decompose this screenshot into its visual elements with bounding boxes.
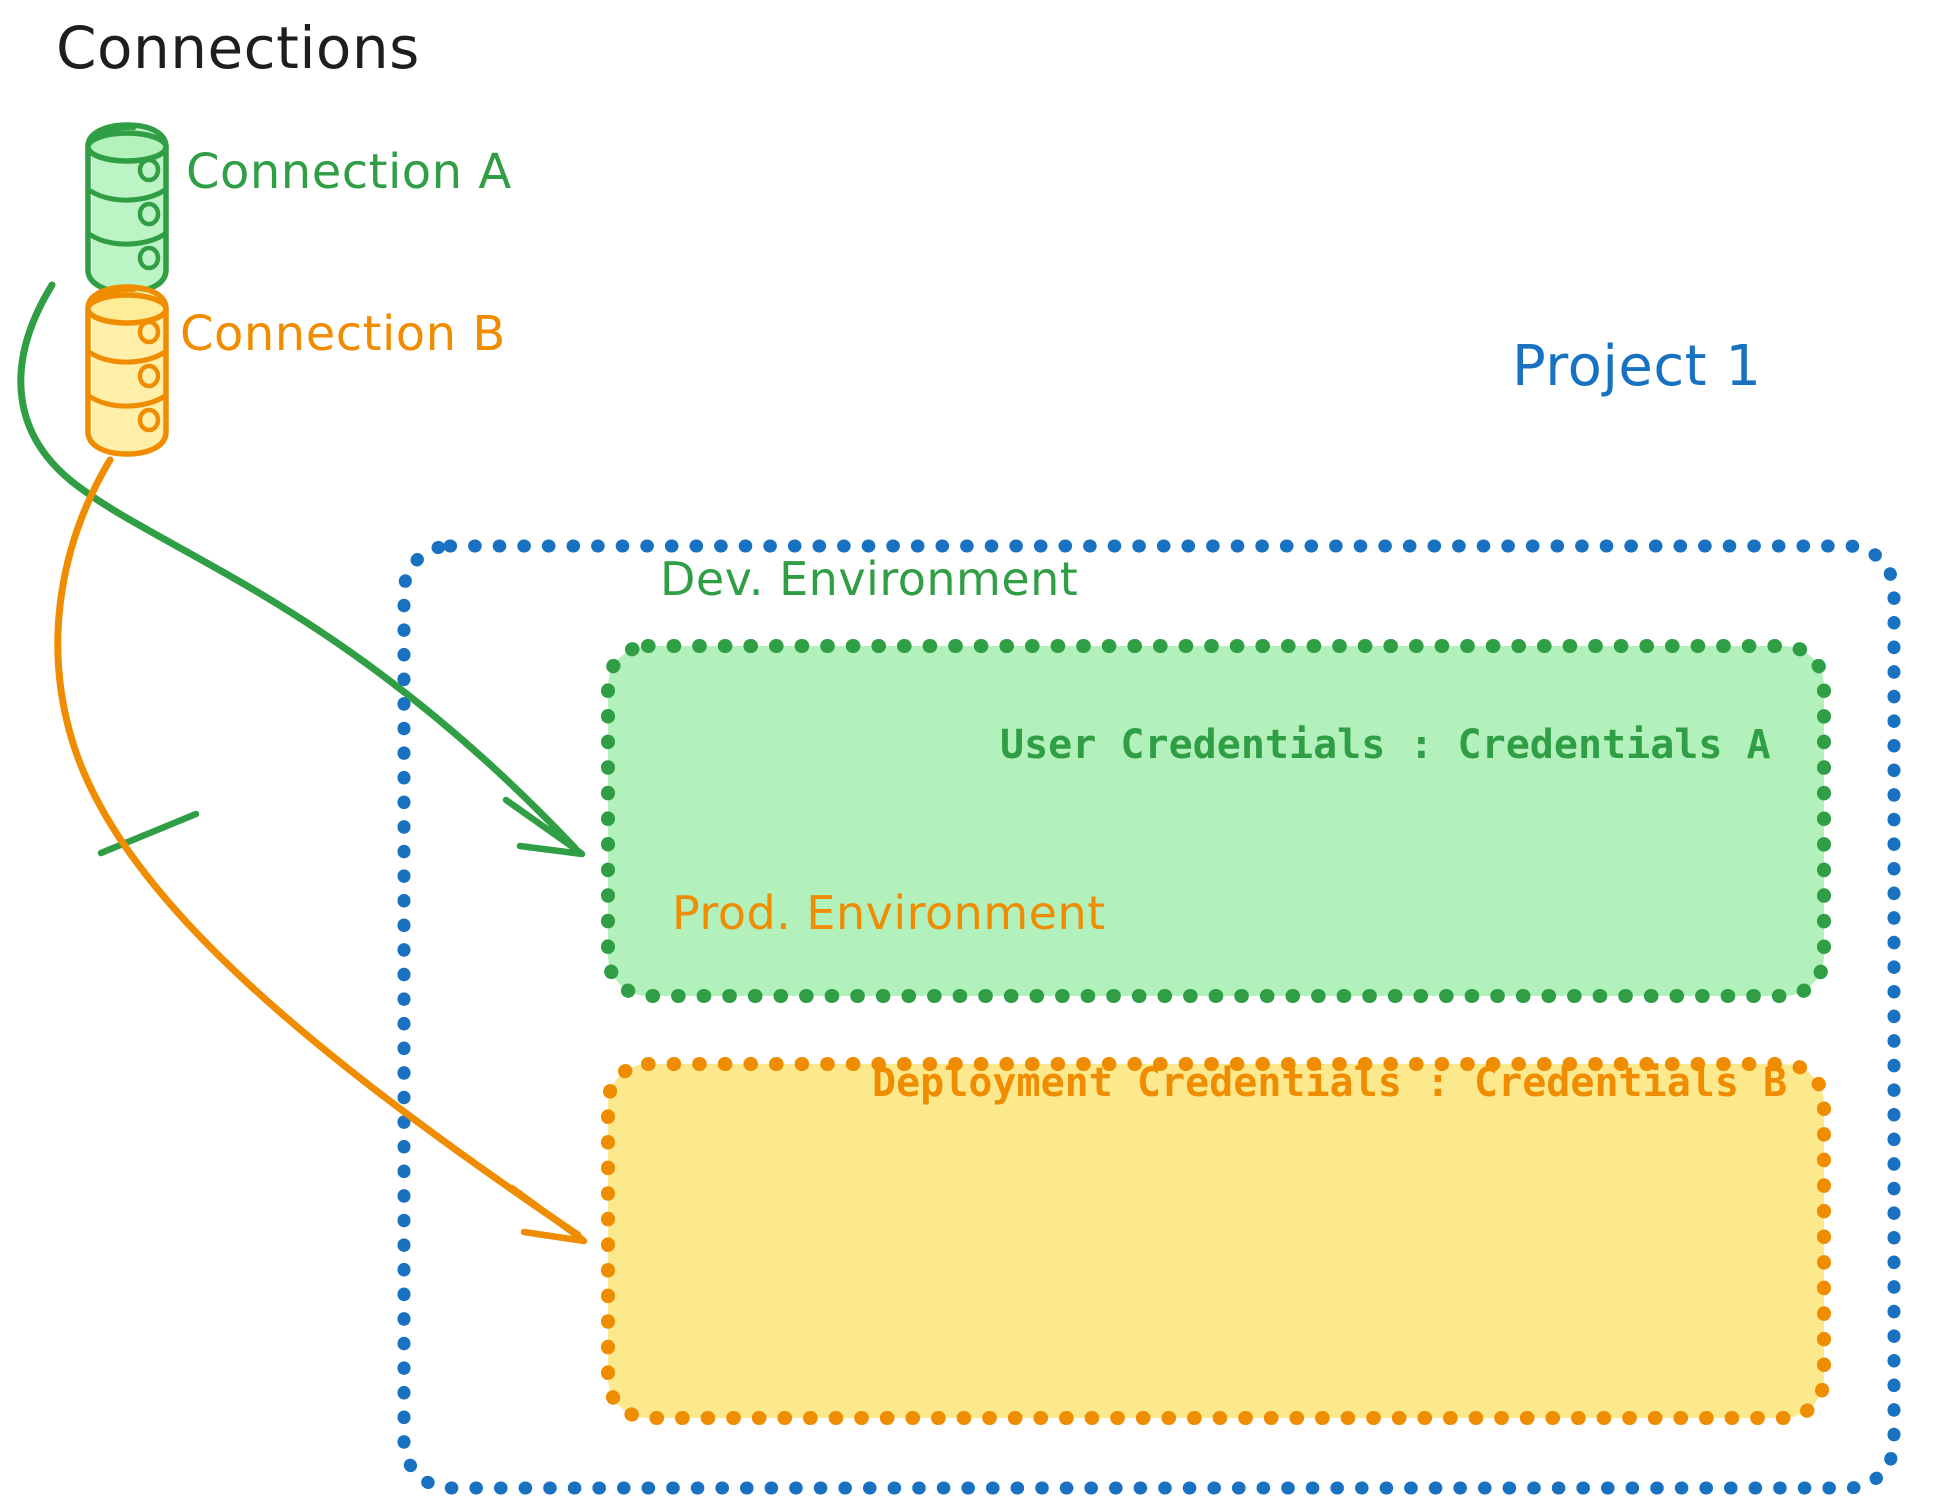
prod-environment-title: Prod. Environment bbox=[672, 886, 1106, 940]
page-title: Connections bbox=[56, 14, 420, 82]
arrow-connection-b-to-prod-environment bbox=[54, 456, 588, 1245]
dev-environment-box[interactable] bbox=[608, 646, 1824, 996]
prod-environment-box[interactable] bbox=[608, 1064, 1824, 1418]
project-container-border bbox=[397, 539, 1901, 1495]
project-title: Project 1 bbox=[1512, 334, 1762, 399]
arrow-connection-a-to-dev-environment bbox=[17, 281, 586, 858]
connection-a-label[interactable]: Connection A bbox=[186, 144, 512, 200]
dev-environment-title: Dev. Environment bbox=[660, 552, 1079, 606]
prod-environment-shape bbox=[601, 1057, 1831, 1425]
dev-environment-shape bbox=[601, 639, 1831, 1003]
database-cylinder-icon-connection-a bbox=[85, 122, 169, 295]
dev-environment-credentials: User Credentials : Credentials A bbox=[1000, 722, 1771, 768]
database-cylinder-icon-connection-b bbox=[85, 284, 169, 457]
connection-a-node[interactable] bbox=[86, 123, 170, 295]
connection-b-node[interactable] bbox=[86, 285, 170, 457]
connection-b-label[interactable]: Connection B bbox=[180, 306, 506, 362]
prod-environment-credentials: Deployment Credentials : Credentials B bbox=[872, 1060, 1788, 1106]
